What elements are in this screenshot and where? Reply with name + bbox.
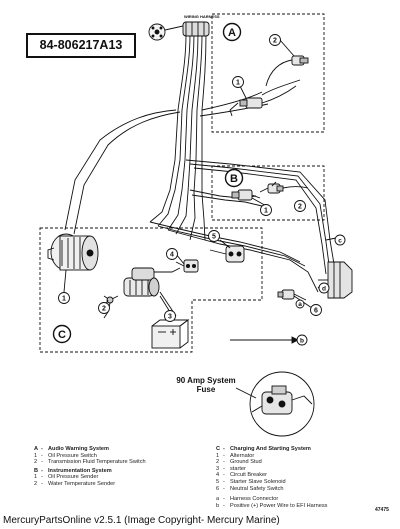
footer-copyright: MercuryPartsOnline v2.5.1 (Image Copyrig… bbox=[3, 515, 280, 526]
callout-circles bbox=[58, 34, 322, 322]
legend-col-2: C-Charging And Starting System 1-Alterna… bbox=[216, 446, 327, 509]
oil-pressure-switch-a bbox=[229, 85, 297, 117]
section-b-box bbox=[211, 165, 325, 221]
callout-b-2: 2 bbox=[298, 204, 302, 211]
callout-b-1: 1 bbox=[264, 208, 268, 215]
legend-item: 1-Oil Pressure Sender bbox=[34, 474, 99, 481]
harness-label: WIRING HARNESS bbox=[184, 14, 220, 19]
legend-heading: C-Charging And Starting System bbox=[216, 446, 311, 452]
neutral-safety-switch bbox=[277, 289, 307, 301]
harness-connector-top bbox=[182, 21, 210, 37]
section-c-box bbox=[39, 227, 263, 353]
callout-c-2: 2 bbox=[102, 306, 106, 313]
transmission-temp-switch-a bbox=[261, 55, 309, 96]
connector-letter-circles bbox=[295, 234, 346, 346]
connector-letter-c: c bbox=[338, 238, 342, 245]
legend-item: 1-Oil Pressure Switch bbox=[34, 452, 97, 459]
main-harness-bundle bbox=[64, 33, 336, 293]
starter-slave-solenoid bbox=[209, 245, 245, 263]
legend-item: 2-Ground Stud bbox=[216, 459, 262, 466]
legend-item: 6-Neutral Safety Switch bbox=[216, 485, 284, 492]
legend-heading: B-Instrumentation System bbox=[34, 467, 112, 474]
legend-item: 2-Water Temperature Sender bbox=[34, 480, 116, 487]
legend-heading: A-Audio Warning System bbox=[34, 446, 110, 452]
fuse-label: 90 Amp System Fuse bbox=[176, 376, 236, 394]
callout-c-1: 1 bbox=[62, 296, 66, 303]
legend-item: 2-Transmission Fluid Temperature Switch bbox=[34, 459, 146, 466]
water-temp-sender-b bbox=[259, 183, 309, 194]
legend-item: b-Positive (+) Power Wire to EFI Harness bbox=[216, 502, 328, 509]
ground-stud bbox=[103, 295, 119, 319]
battery bbox=[151, 319, 190, 349]
section-letter-c: C bbox=[58, 329, 66, 341]
legend-item: 3-starter bbox=[216, 465, 246, 472]
figure-number: 47475 bbox=[375, 507, 389, 513]
round-connector-icon bbox=[148, 23, 184, 41]
section-letter-b: B bbox=[230, 173, 238, 185]
callout-c-6: 6 bbox=[314, 308, 318, 315]
circuit-breaker bbox=[175, 259, 199, 273]
connector-letter-b: b bbox=[300, 338, 304, 345]
connector-letter-a: a bbox=[298, 301, 302, 308]
connector-letter-d: d bbox=[322, 286, 326, 293]
part-number-box: 84-806217A13 bbox=[26, 33, 136, 58]
section-letter-a: A bbox=[228, 27, 236, 39]
section-a-box bbox=[211, 13, 325, 133]
efi-harness-connector bbox=[318, 261, 353, 299]
callout-c-5: 5 bbox=[212, 234, 216, 241]
starter-motor bbox=[123, 267, 181, 317]
oil-pressure-sender-b bbox=[231, 189, 261, 201]
callout-a-1: 1 bbox=[236, 80, 240, 87]
legend-item: 4-Circuit Breaker bbox=[216, 472, 267, 479]
callout-c-4: 4 bbox=[170, 252, 174, 259]
section-letter-circles bbox=[52, 22, 244, 344]
callout-a-2: 2 bbox=[273, 38, 277, 45]
callout-c-3: 3 bbox=[168, 314, 172, 321]
legend-item: 5-Starter Slave Solenoid bbox=[216, 478, 286, 485]
alternator bbox=[47, 233, 99, 271]
legend-item: 1-Alternator bbox=[216, 452, 255, 459]
legend-item: a-Harness Connector bbox=[216, 496, 279, 503]
fuse-detail bbox=[235, 371, 315, 437]
legend-col-1: A-Audio Warning System 1-Oil Pressure Sw… bbox=[34, 446, 146, 488]
